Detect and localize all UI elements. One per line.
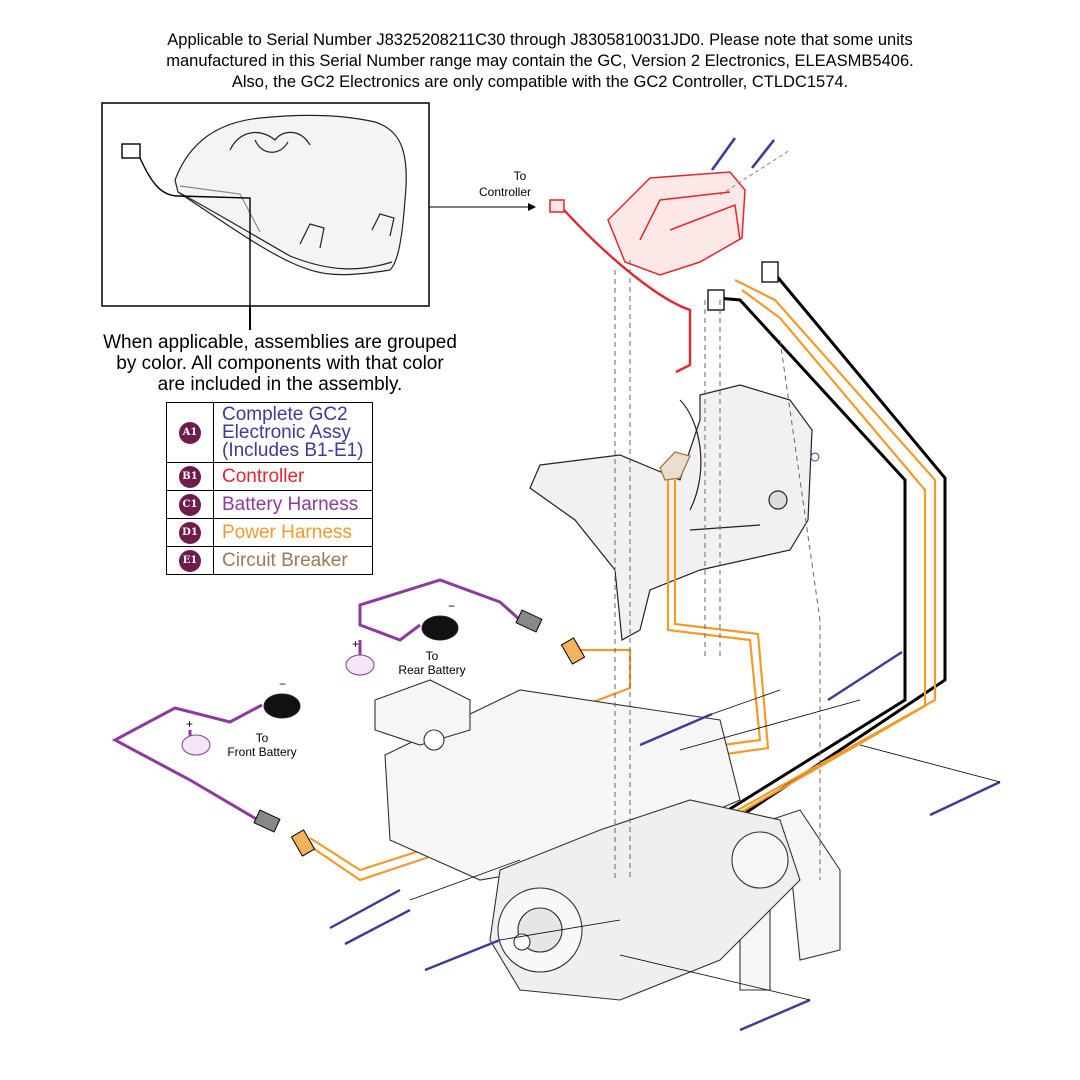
- to-rear-battery-line2: Rear Battery: [398, 663, 465, 677]
- transaxle-motor: [489, 799, 801, 1001]
- badge-d1: D1: [179, 521, 201, 544]
- grouping-line-2: by color. All components with that color: [116, 353, 444, 374]
- front-negative-sign: −: [279, 677, 286, 691]
- to-rear-battery-line1: To: [426, 649, 439, 663]
- shroud-screw: [810, 452, 820, 462]
- alignment-lines: [614, 260, 821, 880]
- legend-c1-label: Battery Harness: [213, 490, 373, 519]
- controller-screws: [710, 137, 776, 171]
- harness-plugs: [707, 261, 779, 311]
- controller-assembly: [549, 171, 746, 374]
- cable-ties: [329, 650, 1001, 1032]
- grouping-line-3: are included in the assembly.: [157, 374, 403, 395]
- center-shroud: [529, 384, 813, 641]
- rear-positive-sign: +: [352, 637, 359, 651]
- legend-row-b1: B1 Controller: [166, 462, 373, 491]
- shroud-inset-illustration: [174, 114, 407, 276]
- front-positive-sign: +: [186, 717, 193, 731]
- grouping-explanation: When applicable, assemblies are grouped …: [60, 332, 500, 395]
- grouping-line-1: When applicable, assemblies are grouped: [103, 332, 457, 353]
- battery-terminals: [181, 615, 459, 756]
- power-harness-plugs: [290, 637, 586, 857]
- applicability-note: Applicable to Serial Number J8325208211C…: [70, 30, 1010, 93]
- to-front-battery-line2: Front Battery: [227, 745, 296, 759]
- legend-a1-line2: Electronic Assy: [222, 421, 351, 443]
- badge-c1: C1: [179, 493, 201, 516]
- legend-row-e1: E1 Circuit Breaker: [166, 546, 373, 575]
- badge-a1: A1: [179, 421, 201, 444]
- badge-b1: B1: [179, 465, 201, 488]
- legend-row-a1: A1 Complete GC2 Electronic Assy (Include…: [166, 402, 373, 463]
- legend-e1-label: Circuit Breaker: [213, 546, 373, 575]
- legend-a1-line1: Complete GC2: [222, 403, 348, 425]
- to-controller-label-line2: Controller: [479, 185, 531, 199]
- battery-connectors: [253, 609, 543, 833]
- to-front-battery-line1: To: [256, 731, 269, 745]
- leader-lines: [409, 689, 1001, 1001]
- legend-b1-label: Controller: [213, 462, 373, 491]
- note-line-2: manufactured in this Serial Number range…: [166, 52, 914, 70]
- legend-d1-label: Power Harness: [213, 518, 373, 547]
- note-line-3: Also, the GC2 Electronics are only compa…: [231, 73, 849, 91]
- legend-row-d1: D1 Power Harness: [166, 518, 373, 547]
- legend-row-c1: C1 Battery Harness: [166, 490, 373, 519]
- note-line-1: Applicable to Serial Number J8325208211C…: [167, 31, 913, 49]
- chassis-frame: [374, 679, 841, 991]
- to-controller-label-line1: To: [514, 169, 527, 183]
- inset-connector-cable: [121, 143, 251, 306]
- rear-negative-sign: −: [448, 599, 455, 613]
- legend-a1-line3: (Includes B1-E1): [222, 439, 364, 461]
- assembly-legend: A1 Complete GC2 Electronic Assy (Include…: [166, 402, 373, 575]
- circuit-breaker: [659, 451, 691, 481]
- badge-e1: E1: [179, 549, 201, 572]
